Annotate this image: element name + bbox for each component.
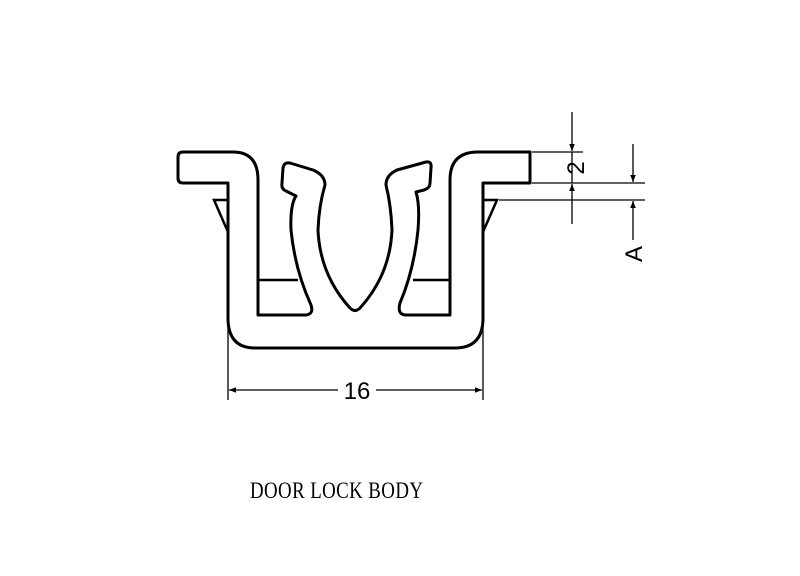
internal-lines [212, 198, 499, 282]
profile-outline [176, 150, 532, 350]
lip-dimension-label: A [621, 246, 648, 262]
dimension-flange [499, 112, 645, 240]
flange-dimension-label: 2 [563, 161, 590, 174]
dimension-width [227, 322, 484, 400]
width-dimension-label: 16 [344, 378, 371, 405]
drawing-title: DOOR LOCK BODY [250, 478, 424, 503]
